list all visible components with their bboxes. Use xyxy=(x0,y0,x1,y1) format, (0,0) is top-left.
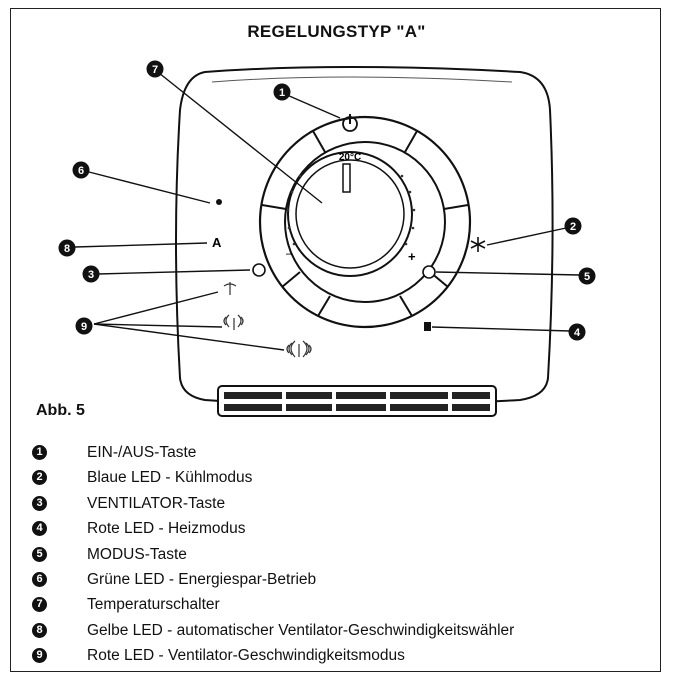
bottom-vent xyxy=(217,385,497,417)
legend-text: VENTILATOR-Taste xyxy=(87,494,226,512)
dial-plus-label: + xyxy=(408,249,416,264)
legend-number: 5 xyxy=(32,546,47,562)
power-button[interactable] xyxy=(342,114,358,132)
mode-button[interactable] xyxy=(422,265,436,279)
legend-text: Rote LED - Ventilator-Geschwindigkeitsmo… xyxy=(87,647,405,665)
legend-text: EIN-/AUS-Taste xyxy=(87,444,197,461)
green-led-dot xyxy=(216,199,222,205)
callout-3: 3 xyxy=(82,265,100,283)
callout-6: 6 xyxy=(72,161,90,179)
svg-text:6: 6 xyxy=(78,165,84,177)
callout-4: 4 xyxy=(568,323,586,341)
legend-text: Rote LED - Heizmodus xyxy=(87,520,246,538)
legend-number: 6 xyxy=(32,571,47,587)
callout-1: 1 xyxy=(273,83,291,101)
fan-button[interactable] xyxy=(252,263,266,277)
callout-7: 7 xyxy=(146,60,164,78)
legend-text: MODUS-Taste xyxy=(87,545,187,563)
svg-text:3: 3 xyxy=(88,269,94,281)
svg-text:1: 1 xyxy=(279,87,285,99)
dial-minus-label: – xyxy=(286,246,293,260)
legend-number: 7 xyxy=(32,597,47,613)
device-body-inner-edge xyxy=(211,76,513,83)
svg-text:2: 2 xyxy=(570,221,576,233)
callout-5: 5 xyxy=(578,267,596,285)
svg-text:8: 8 xyxy=(64,243,70,255)
legend-number: 9 xyxy=(32,648,47,664)
callout-leader-lines xyxy=(74,72,581,351)
legend-text: Gelbe LED - automatischer Ventilator-Ges… xyxy=(87,621,515,639)
callout-markers: 1 2 3 4 5 6 7 8 9 xyxy=(58,60,596,341)
svg-text:7: 7 xyxy=(152,64,158,76)
cooling-snowflake-icon xyxy=(470,237,486,252)
svg-text:4: 4 xyxy=(574,327,581,339)
fan-speed-icons xyxy=(223,282,312,358)
heating-led-icon xyxy=(424,322,431,331)
dial-pointer xyxy=(342,163,351,193)
legend-text: Temperaturschalter xyxy=(87,596,220,614)
legend-text: Grüne LED - Energiespar-Betrieb xyxy=(87,570,317,588)
legend-number: 2 xyxy=(32,470,47,486)
callout-9: 9 xyxy=(75,317,93,335)
callout-2: 2 xyxy=(564,217,582,235)
temperature-dial[interactable] xyxy=(287,151,413,277)
figure-frame xyxy=(10,8,661,672)
svg-text:9: 9 xyxy=(81,321,87,333)
dial-temperature-label: 20°C xyxy=(339,152,361,163)
callout-8: 8 xyxy=(58,239,76,257)
legend-number: 1 xyxy=(32,445,47,460)
legend-number: 8 xyxy=(32,622,47,638)
figure-title: REGELUNGSTYP "A" xyxy=(247,22,426,41)
legend-text: Blaue LED - Kühlmodus xyxy=(87,469,253,487)
legend-number: 4 xyxy=(32,521,47,537)
figure-label: Abb. 5 xyxy=(36,402,85,419)
legend-number: 3 xyxy=(32,495,47,511)
dial-scale xyxy=(286,174,416,246)
mode-letter-label: A xyxy=(212,235,222,250)
svg-text:5: 5 xyxy=(584,271,590,283)
